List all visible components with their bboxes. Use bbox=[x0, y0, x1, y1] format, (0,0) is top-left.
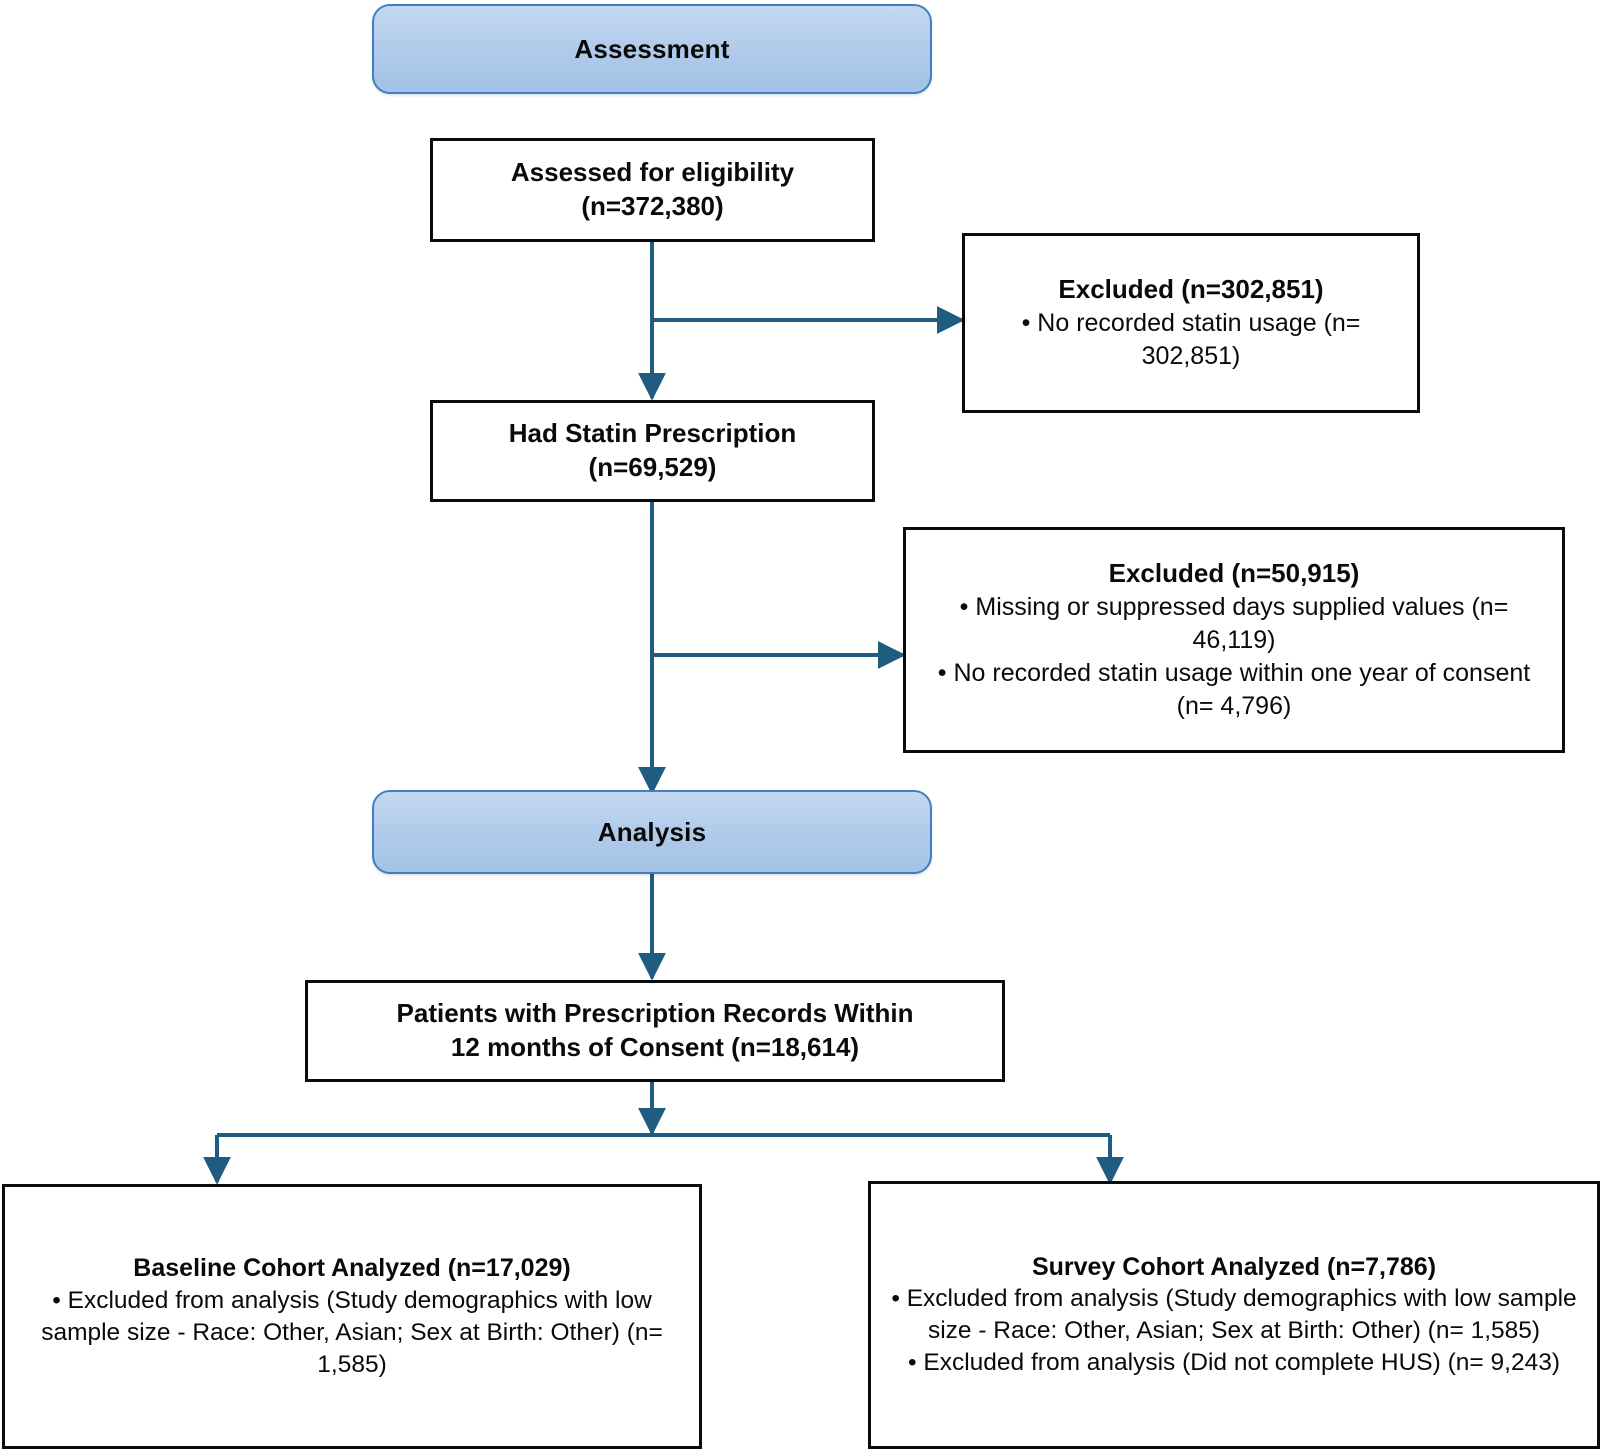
stage-assessment-label: Assessment bbox=[574, 33, 730, 64]
node-excluded-1-bullets: No recorded statin usage (n= 302,851) bbox=[975, 307, 1407, 373]
node-baseline-heading: Baseline Cohort Analyzed (n=17,029) bbox=[133, 1254, 571, 1283]
list-item: Excluded from analysis (Did not complete… bbox=[881, 1347, 1587, 1379]
list-item: Excluded from analysis (Study demographi… bbox=[15, 1285, 689, 1381]
node-had-statin-prescription[interactable]: Had Statin Prescription (n=69,529) bbox=[430, 400, 875, 502]
list-item: Excluded from analysis (Study demographi… bbox=[881, 1283, 1587, 1347]
node-had-statin-line1: Had Statin Prescription bbox=[508, 418, 797, 449]
node-excluded-no-statin[interactable]: Excluded (n=302,851) No recorded statin … bbox=[962, 233, 1420, 413]
node-assessed-line2: (n=372,380) bbox=[581, 191, 724, 221]
node-assessed-for-eligibility[interactable]: Assessed for eligibility (n=372,380) bbox=[430, 138, 875, 242]
stage-assessment[interactable]: Assessment bbox=[372, 4, 932, 94]
node-excluded-1-heading: Excluded (n=302,851) bbox=[1058, 274, 1324, 305]
node-excluded-2-bullets: Missing or suppressed days supplied valu… bbox=[916, 591, 1552, 723]
node-survey-cohort-analyzed[interactable]: Survey Cohort Analyzed (n=7,786) Exclude… bbox=[868, 1181, 1600, 1449]
node-records-line2: 12 months of Consent (n=18,614) bbox=[450, 1032, 860, 1062]
node-prescription-records[interactable]: Patients with Prescription Records Withi… bbox=[305, 980, 1005, 1082]
node-baseline-cohort-analyzed[interactable]: Baseline Cohort Analyzed (n=17,029) Excl… bbox=[2, 1184, 702, 1449]
node-records-line1: Patients with Prescription Records Withi… bbox=[396, 998, 914, 1029]
node-survey-bullets: Excluded from analysis (Study demographi… bbox=[881, 1283, 1587, 1379]
node-assessed-line1: Assessed for eligibility bbox=[510, 157, 795, 188]
stage-analysis-label: Analysis bbox=[597, 816, 707, 847]
node-had-statin-line2: (n=69,529) bbox=[588, 452, 717, 482]
list-item: Missing or suppressed days supplied valu… bbox=[916, 591, 1552, 657]
node-baseline-bullets: Excluded from analysis (Study demographi… bbox=[15, 1285, 689, 1381]
stage-analysis[interactable]: Analysis bbox=[372, 790, 932, 874]
list-item: No recorded statin usage (n= 302,851) bbox=[975, 307, 1407, 373]
node-excluded-2-heading: Excluded (n=50,915) bbox=[1108, 558, 1360, 589]
list-item: No recorded statin usage within one year… bbox=[916, 657, 1552, 723]
node-excluded-days-supplied[interactable]: Excluded (n=50,915) Missing or suppresse… bbox=[903, 527, 1565, 753]
node-survey-heading: Survey Cohort Analyzed (n=7,786) bbox=[1031, 1252, 1437, 1281]
